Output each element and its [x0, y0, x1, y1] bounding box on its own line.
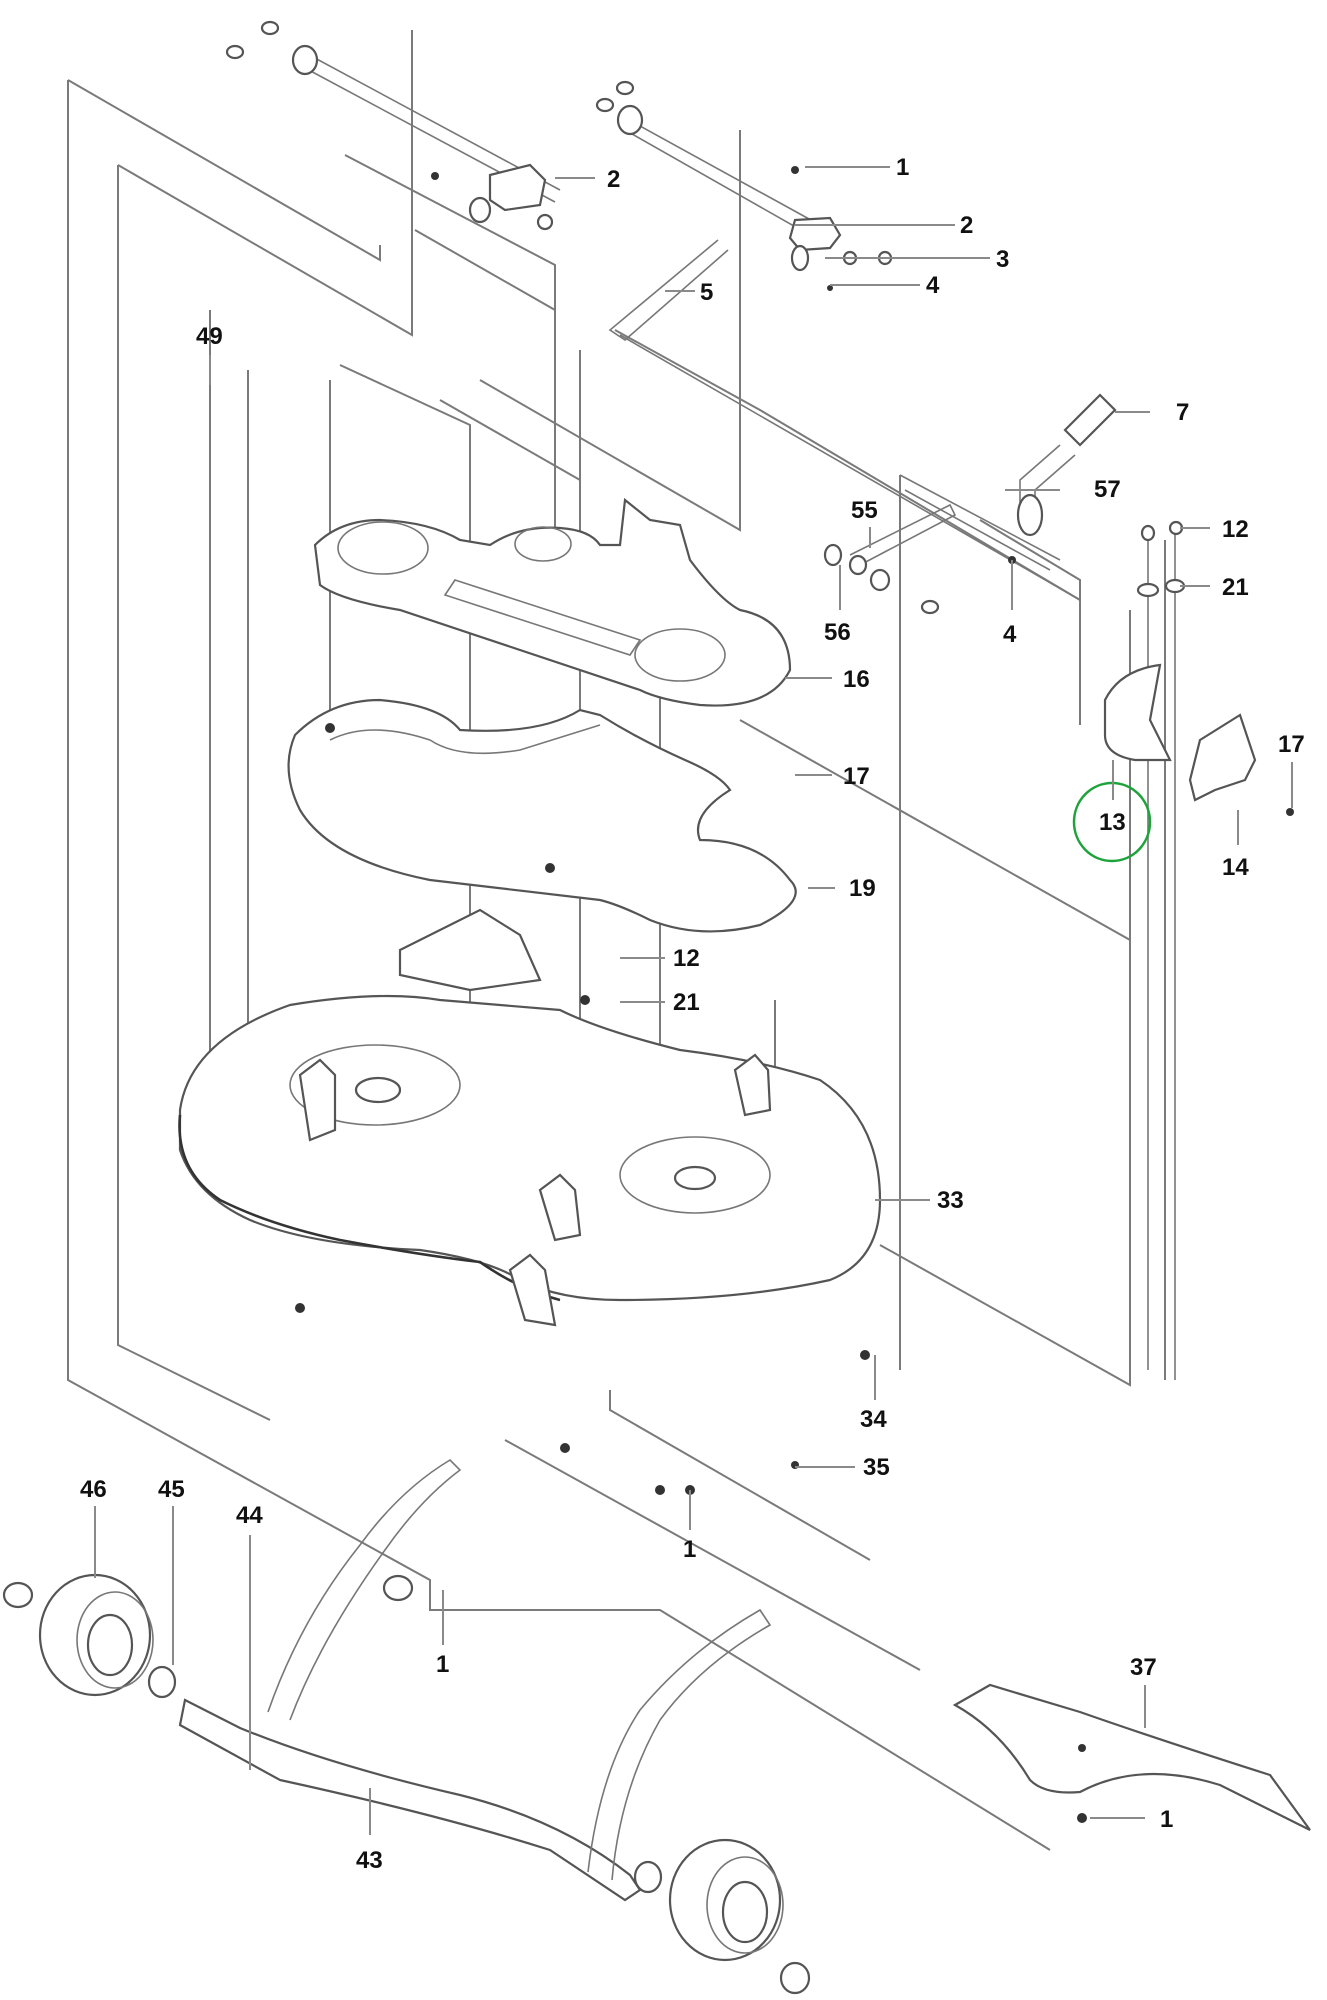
callout-55: 55	[851, 497, 878, 524]
callout-21: 21	[673, 989, 700, 1016]
lift-rod	[608, 239, 1081, 601]
callout-17: 17	[843, 763, 870, 790]
callout-4: 4	[1003, 621, 1017, 648]
deck-baffle	[952, 1683, 1311, 1831]
callout-21: 21	[1222, 574, 1249, 601]
callout-56: 56	[824, 619, 851, 646]
height-lever	[823, 393, 1117, 615]
callout-37: 37	[1130, 1654, 1157, 1681]
callout-1: 1	[896, 154, 909, 181]
callout-46: 46	[80, 1476, 107, 1503]
callout-2: 2	[607, 166, 620, 193]
upper-pivot-bar-right	[595, 80, 893, 291]
callout-44: 44	[236, 1502, 263, 1529]
right-hardware	[1103, 520, 1294, 1380]
callout-45: 45	[158, 1476, 185, 1503]
callout-34: 34	[860, 1406, 887, 1433]
front-wheel-left	[2, 1573, 177, 1699]
front-axle	[178, 1458, 772, 1902]
callout-leaders	[94, 166, 1293, 1835]
callout-13: 13	[1099, 809, 1126, 836]
callout-17: 17	[1278, 731, 1305, 758]
callout-7: 7	[1176, 399, 1189, 426]
callout-16: 16	[843, 666, 870, 693]
callout-labels: 1 2 2 3 4 5 49 7 57 55 56 4 12 21 16 17 …	[80, 154, 1305, 1874]
callout-43: 43	[356, 1847, 383, 1874]
callout-1: 1	[1160, 1806, 1173, 1833]
guide-lines	[67, 30, 1166, 1851]
callout-1: 1	[436, 1651, 449, 1678]
callout-14: 14	[1222, 854, 1249, 881]
callout-12: 12	[673, 945, 700, 972]
callout-19: 19	[849, 875, 876, 902]
callout-12: 12	[1222, 516, 1249, 543]
callout-3: 3	[996, 246, 1009, 273]
front-wheel-right	[633, 1838, 811, 1995]
mower-deck	[178, 908, 882, 1495]
callout-49: 49	[196, 323, 223, 350]
callout-35: 35	[863, 1454, 890, 1481]
callout-57: 57	[1094, 476, 1121, 503]
callout-2: 2	[960, 212, 973, 239]
callout-4: 4	[926, 272, 940, 299]
callout-5: 5	[700, 279, 713, 306]
deck-shield	[287, 698, 797, 933]
upper-pivot-bar-left	[225, 20, 561, 231]
callout-33: 33	[937, 1187, 964, 1214]
callout-1: 1	[683, 1536, 696, 1563]
belt-cover	[313, 497, 792, 707]
